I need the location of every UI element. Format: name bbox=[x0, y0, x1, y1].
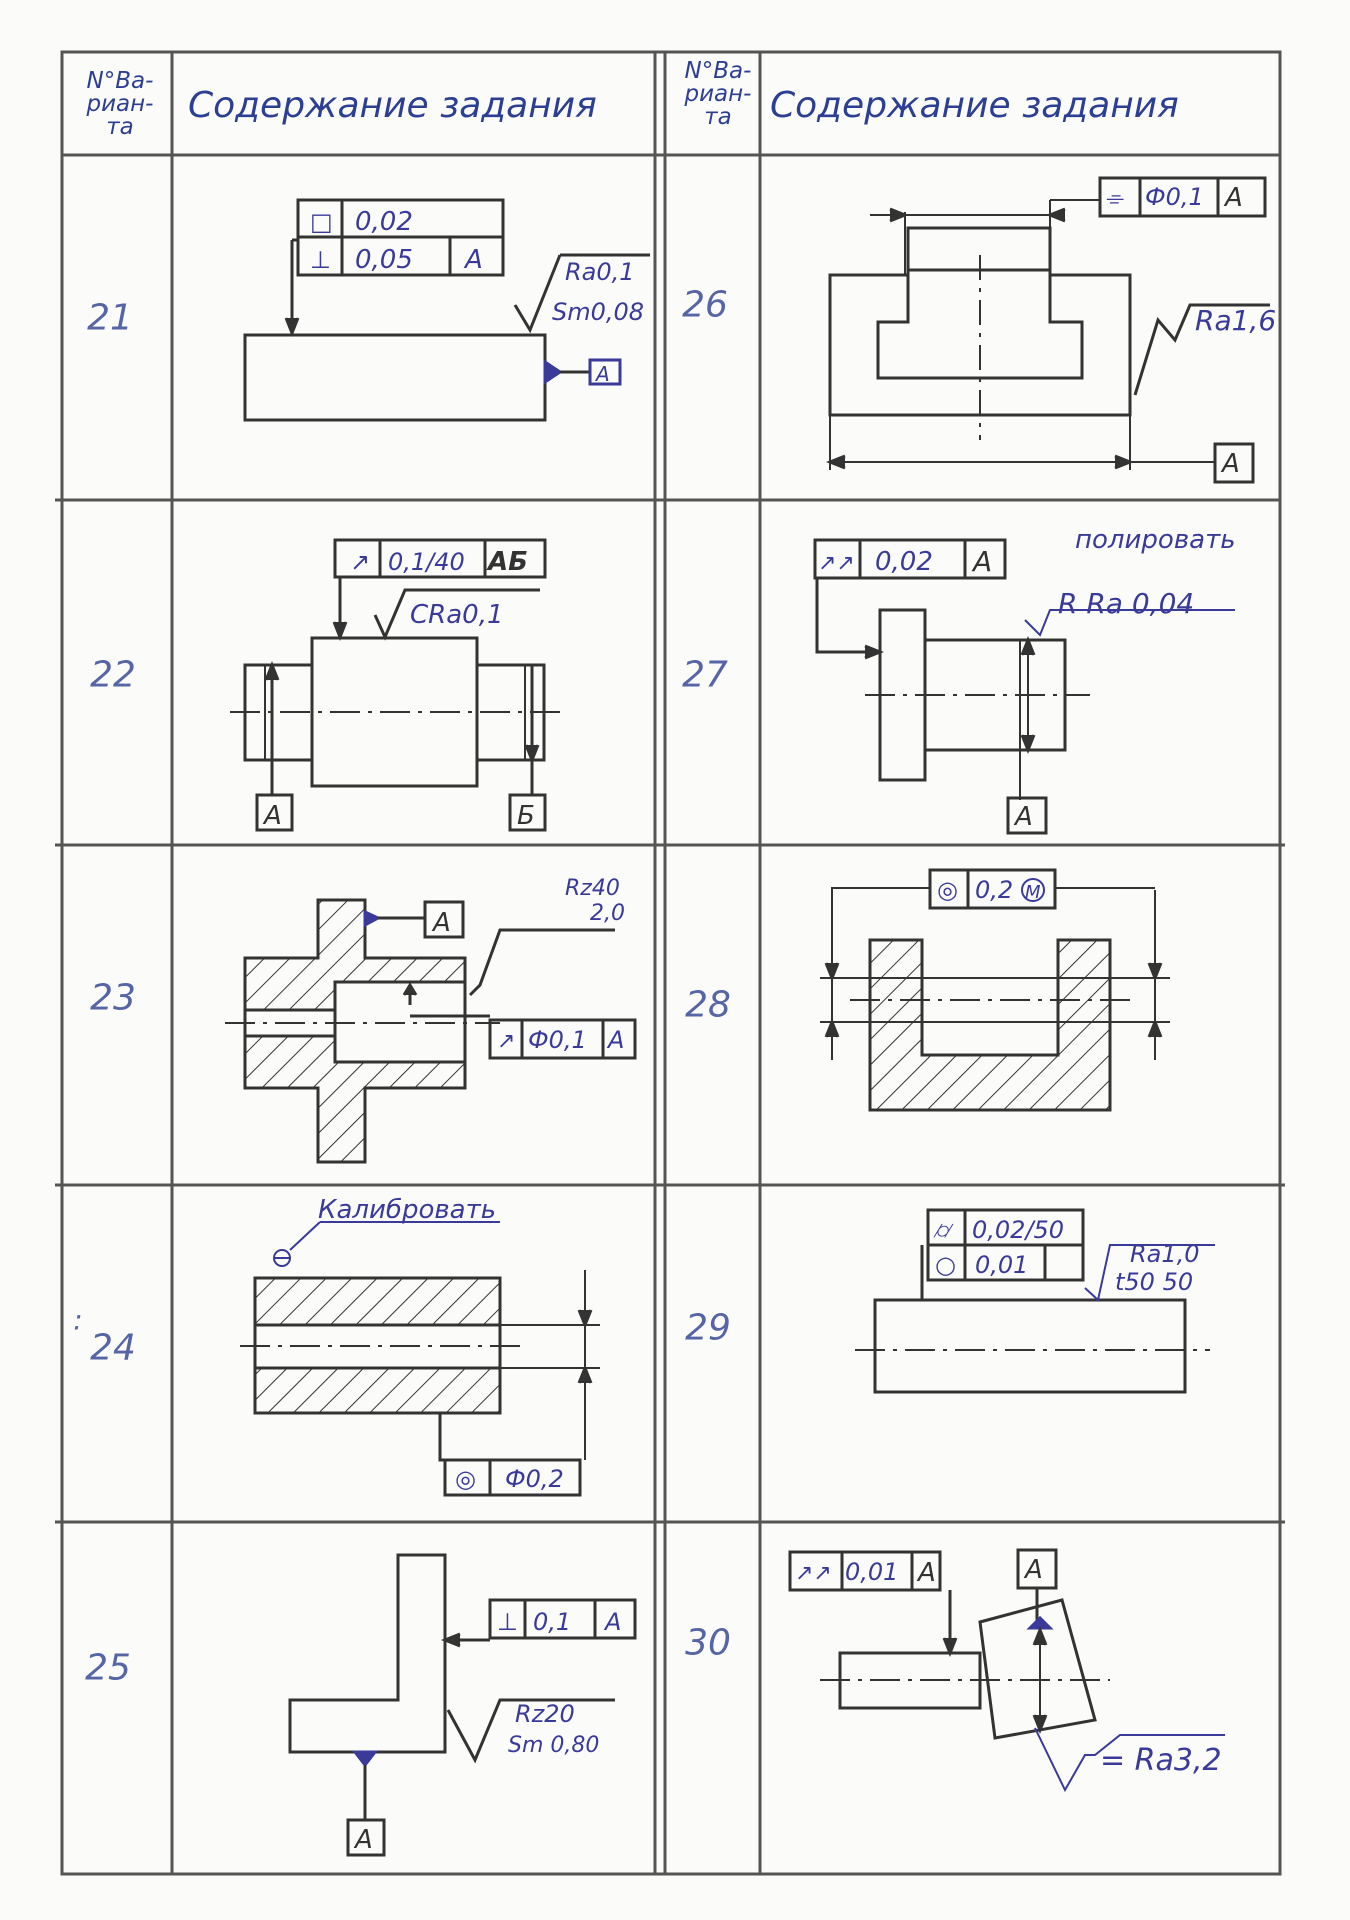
v27-frame-datum: A bbox=[971, 545, 992, 578]
drawing-variant-22 bbox=[230, 538, 565, 832]
v23-frame-datum: A bbox=[606, 1026, 624, 1054]
v27-datum: A bbox=[1013, 802, 1033, 832]
v22-frame-datum: АБ bbox=[486, 547, 528, 577]
v21-frame-row1-sym: □ bbox=[310, 208, 333, 236]
v25-frame-tol: 0,1 bbox=[533, 1608, 571, 1636]
drawing-variant-27 bbox=[813, 538, 1235, 835]
v22-frame-tol: 0,1/40 bbox=[388, 548, 465, 576]
v29-row1-tol: 0,02/50 bbox=[972, 1216, 1064, 1244]
v22-roughness: CRa0,1 bbox=[410, 600, 504, 630]
v24-frame-tol: Ф0,2 bbox=[505, 1465, 564, 1493]
v28-frame-tol: 0,2 bbox=[975, 876, 1013, 904]
drawing-variant-29 bbox=[855, 1208, 1215, 1394]
drawing-variant-24 bbox=[240, 1221, 600, 1497]
v24-frame-sym: ◎ bbox=[455, 1465, 476, 1493]
variant-24-mark: : bbox=[73, 1303, 83, 1337]
variant-number-21: 21 bbox=[87, 297, 133, 339]
v21-ra: Ra0,1 bbox=[565, 258, 635, 286]
v28-frame-sym: ◎ bbox=[937, 876, 958, 904]
v21-frame-row2-sym: ⊥ bbox=[310, 246, 331, 274]
header-variant-number: N°Ва- риан- та bbox=[70, 70, 170, 139]
header-content-title: Содержание задания bbox=[188, 85, 597, 126]
v30-frame-sym: ↗↗ bbox=[795, 1561, 832, 1586]
drawing-variant-30 bbox=[788, 1548, 1225, 1793]
v27-note: полировать bbox=[1075, 525, 1236, 555]
v25-rz: Rz20 bbox=[515, 1700, 575, 1728]
variant-number-22: 22 bbox=[90, 654, 136, 696]
v30-frame-tol: 0,01 bbox=[845, 1558, 898, 1586]
header-variant-right-line2: риан- bbox=[684, 81, 752, 107]
v23-frame-tol: Ф0,1 bbox=[528, 1026, 587, 1054]
v25-frame-sym: ⊥ bbox=[497, 1608, 518, 1636]
drawing-variant-23 bbox=[225, 898, 637, 1164]
v27-frame-sym: ↗↗ bbox=[818, 551, 855, 576]
v27-frame-tol: 0,02 bbox=[875, 547, 933, 577]
v23-rz2: 2,0 bbox=[590, 901, 625, 926]
table-grid bbox=[55, 50, 1285, 1876]
header-content-title-right: Содержание задания bbox=[770, 85, 1179, 126]
drawing-variant-28 bbox=[820, 868, 1170, 1112]
variant-number-29: 29 bbox=[685, 1307, 731, 1349]
v26-frame-datum: A bbox=[1223, 183, 1243, 213]
header-variant-number-right: N°Ва- риан- та bbox=[668, 60, 768, 129]
v22-frame-sym: ↗ bbox=[350, 548, 370, 576]
v29-ra: Ra1,0 bbox=[1130, 1240, 1200, 1268]
v30-frame-datum: A bbox=[916, 1558, 936, 1588]
header-variant-line1: N°Ва- bbox=[86, 68, 154, 94]
v21-sm: Sm0,08 bbox=[552, 298, 644, 326]
v26-frame-sym: ⌯ bbox=[1105, 186, 1124, 211]
header-variant-right-line3: та bbox=[704, 104, 732, 130]
drawing-variant-26 bbox=[825, 176, 1270, 484]
variant-number-23: 23 bbox=[90, 977, 136, 1019]
header-variant-line2: риан- bbox=[86, 91, 154, 117]
header-variant-right-line1: N°Ва- bbox=[684, 58, 752, 84]
v21-frame-row1-tol: 0,02 bbox=[355, 207, 413, 237]
v23-frame-sym: ↗ bbox=[497, 1029, 515, 1054]
variant-number-24: 24 bbox=[90, 1327, 136, 1369]
v30-datum: A bbox=[1023, 1555, 1043, 1585]
v28-frame-mod: M bbox=[1025, 882, 1041, 903]
v25-sm: Sm 0,80 bbox=[508, 1733, 599, 1758]
header-variant-line3: та bbox=[106, 114, 134, 140]
drawing-variant-25 bbox=[288, 1553, 637, 1857]
v28-frame-mod-circle bbox=[1021, 878, 1045, 902]
variant-number-28: 28 bbox=[685, 984, 731, 1026]
v25-datum: A bbox=[353, 1825, 373, 1855]
v24-note: Калибровать bbox=[318, 1195, 496, 1225]
v22-datum-right: Б bbox=[517, 801, 535, 831]
v29-row2-tol: 0,01 bbox=[975, 1251, 1028, 1279]
v23-rz: Rz40 bbox=[565, 876, 620, 901]
v23-datum: A bbox=[431, 908, 451, 938]
v21-frame-row2-tol: 0,05 bbox=[355, 245, 413, 275]
variant-number-30: 30 bbox=[685, 1622, 731, 1664]
variant-number-25: 25 bbox=[85, 1647, 131, 1689]
v29-row1-sym: ⌭ bbox=[933, 1216, 954, 1244]
v21-frame-row2-datum: A bbox=[463, 245, 483, 275]
v25-frame-datum: A bbox=[603, 1608, 621, 1636]
variant-number-27: 27 bbox=[682, 654, 728, 696]
v30-roughness: = Ra3,2 bbox=[1100, 1743, 1222, 1778]
v21-datum: A bbox=[594, 362, 610, 386]
v29-row2-sym: ○ bbox=[935, 1251, 956, 1279]
v26-datum: A bbox=[1220, 449, 1240, 479]
variant-number-26: 26 bbox=[682, 284, 728, 326]
v26-frame-tol: Ф0,1 bbox=[1145, 183, 1204, 211]
v27-roughness: R Ra 0,04 bbox=[1058, 587, 1194, 620]
v22-datum-left: A bbox=[262, 801, 282, 831]
v26-ra: Ra1,6 bbox=[1195, 304, 1276, 337]
drawing-variant-21 bbox=[243, 198, 650, 422]
v29-tp: t50 50 bbox=[1115, 1268, 1193, 1296]
